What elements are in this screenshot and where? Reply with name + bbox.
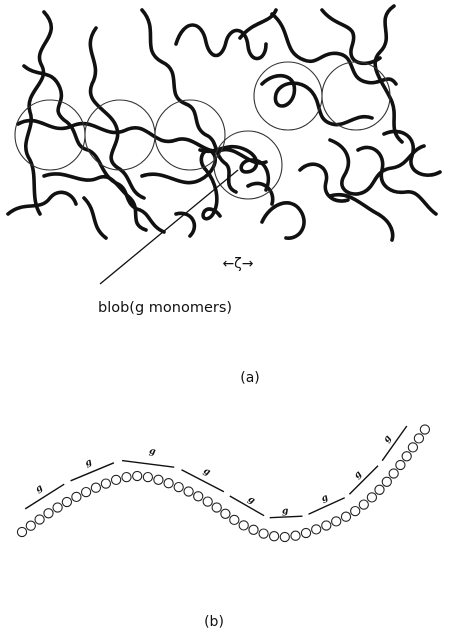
monomer-6 [62, 497, 71, 506]
chain-16 [330, 140, 424, 194]
monomer-8 [82, 488, 91, 497]
caption-a: (a) [240, 370, 260, 386]
monomer-16 [164, 479, 173, 488]
monomer-7 [72, 492, 81, 501]
zeta-label: ←ζ→ [222, 256, 253, 272]
blob-segment-label-3: g [148, 446, 156, 457]
monomer-33 [332, 517, 341, 526]
monomer-32 [322, 521, 331, 530]
monomer-13 [133, 471, 142, 480]
monomer-3 [35, 515, 44, 524]
blob-circle-5 [254, 62, 322, 130]
monomer-20 [203, 497, 212, 506]
monomer-5 [53, 503, 62, 512]
monomer-15 [154, 475, 163, 484]
monomer-41 [396, 460, 405, 469]
chain-23 [8, 192, 76, 214]
blob-label: blob(g monomers) [98, 300, 232, 316]
monomer-9 [91, 483, 100, 492]
blob-circle-4 [214, 131, 282, 199]
monomer-44 [414, 434, 423, 443]
blob-segment-line-5 [230, 496, 264, 516]
chain-12 [262, 76, 372, 125]
monomer-37 [367, 493, 376, 502]
blob-segment-label-7: g [320, 493, 330, 505]
panel-a: ←ζ→ blob(g monomers) (a) [8, 6, 440, 386]
monomer-18 [184, 487, 193, 496]
blob-segment-line-8 [349, 466, 378, 494]
monomer-4 [44, 509, 53, 518]
blob-segment-label-5: g [246, 495, 257, 507]
chain-24 [176, 213, 194, 236]
monomer-45 [420, 425, 429, 434]
monomer-30 [301, 528, 310, 537]
blob-segment-label-2: g [84, 457, 94, 469]
monomer-28 [280, 532, 289, 541]
monomer-17 [174, 483, 183, 492]
chain-18 [358, 147, 436, 214]
chain-10 [142, 151, 220, 219]
chain-1 [26, 12, 52, 214]
caption-b: (b) [204, 614, 224, 630]
monomer-12 [122, 473, 131, 482]
monomer-chain [17, 425, 429, 542]
chain-2 [24, 66, 164, 232]
monomer-23 [230, 515, 239, 524]
monomer-11 [112, 475, 121, 484]
monomer-21 [212, 503, 221, 512]
monomer-14 [143, 473, 152, 482]
chain-4 [142, 10, 236, 192]
blob-segment-label-8: g [352, 469, 364, 481]
monomer-25 [249, 525, 258, 534]
monomer-1 [17, 527, 26, 536]
blob-segment-label-9: g [382, 434, 394, 445]
chain-3 [90, 28, 144, 198]
monomer-39 [382, 477, 391, 486]
polymer-chains [8, 6, 440, 240]
monomer-34 [341, 512, 350, 521]
monomer-24 [239, 521, 248, 530]
monomer-36 [359, 500, 368, 509]
monomer-19 [194, 492, 203, 501]
blob-segment-label-4: g [202, 466, 212, 478]
monomer-27 [270, 532, 279, 541]
monomer-29 [291, 531, 300, 540]
chain-9 [84, 198, 106, 238]
chain-7 [18, 121, 266, 163]
blob-segment-label-6: g [282, 506, 289, 516]
panel-b: g g g g g g g g g (b) [17, 425, 429, 630]
monomer-10 [101, 479, 110, 488]
monomer-42 [402, 452, 411, 461]
monomer-31 [312, 525, 321, 534]
blob-segment-label-1: g [34, 483, 45, 495]
monomer-38 [375, 485, 384, 494]
blob-circle-2 [85, 100, 155, 170]
monomer-35 [351, 507, 360, 516]
chain-5 [176, 25, 266, 59]
monomer-2 [26, 521, 35, 530]
monomer-43 [408, 443, 417, 452]
chain-20 [262, 203, 304, 238]
monomer-22 [221, 509, 230, 518]
monomer-26 [259, 529, 268, 538]
chain-22 [248, 183, 273, 204]
monomer-40 [389, 469, 398, 478]
blob-segment-line-3 [122, 461, 174, 468]
